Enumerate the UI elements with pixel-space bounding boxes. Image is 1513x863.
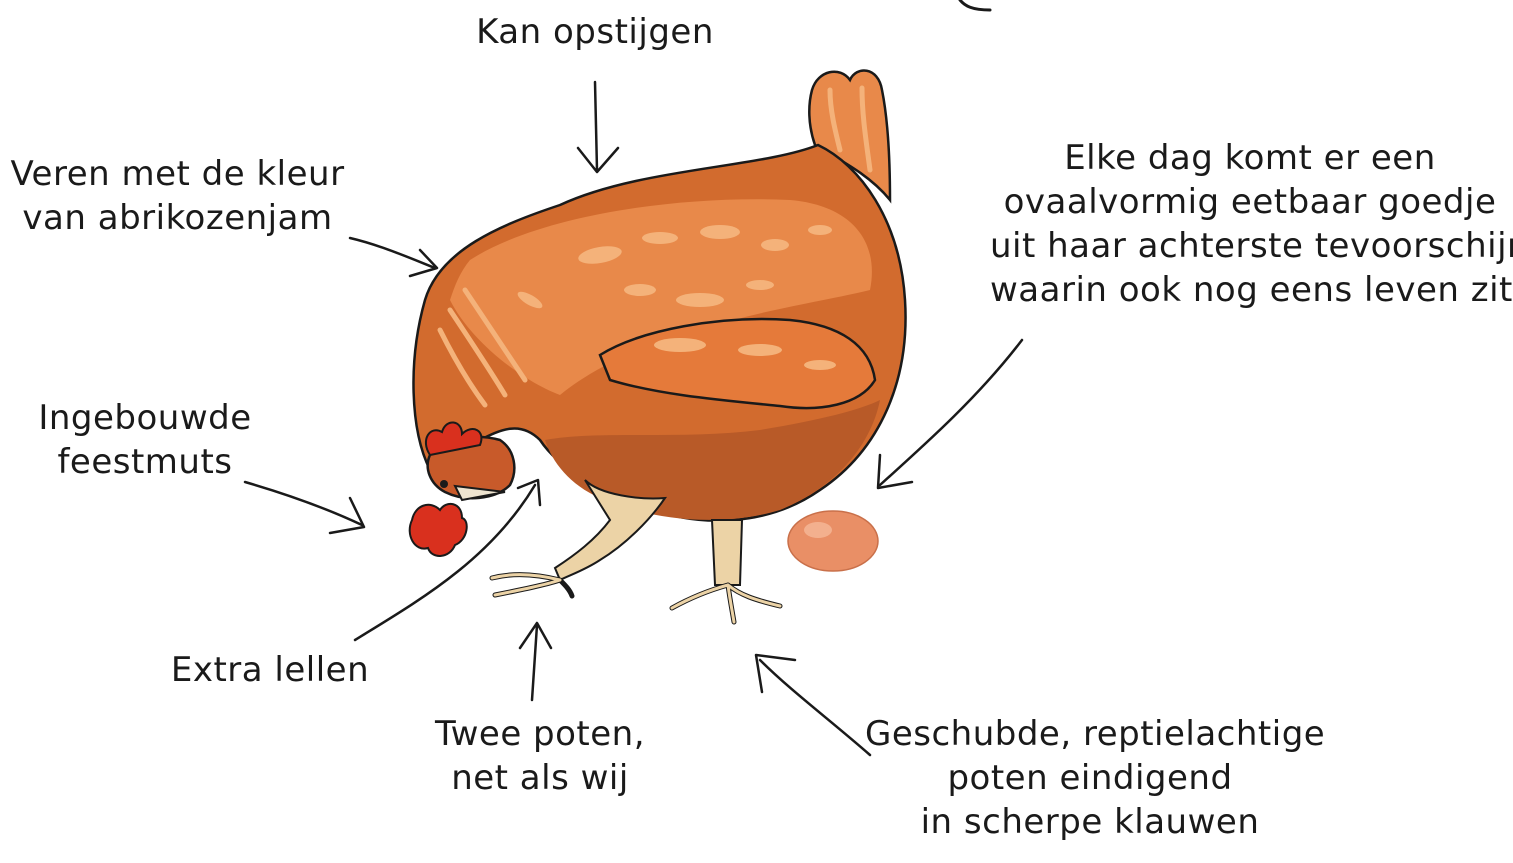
label-comb: Ingebouwde feestmuts: [20, 396, 270, 484]
label-egg-line-2: ovaalvormig eetbaar goedje: [990, 180, 1510, 224]
label-comb-line-1: Ingebouwde: [20, 396, 270, 440]
label-legs-line-2: net als wij: [405, 756, 675, 800]
arrow-feathers: [350, 238, 437, 276]
egg: [788, 511, 878, 571]
label-wattles-line: Extra lellen: [150, 648, 390, 692]
label-feathers-line-1: Veren met de kleur: [0, 152, 355, 196]
label-legs: Twee poten, net als wij: [405, 712, 675, 800]
arrow-takeoff: [578, 82, 618, 172]
label-claws-line-1: Geschubde, reptielachtige: [865, 712, 1315, 756]
label-legs-line-1: Twee poten,: [405, 712, 675, 756]
arrow-legs: [520, 623, 551, 700]
wattles: [410, 504, 467, 556]
label-comb-line-2: feestmuts: [20, 440, 270, 484]
arrow-claws: [756, 655, 870, 755]
label-egg-line-4: waarin ook nog eens leven zit.: [990, 268, 1510, 312]
label-wattles: Extra lellen: [150, 648, 390, 692]
arrow-comb: [245, 482, 364, 533]
label-feathers-line-2: van abrikozenjam: [0, 196, 355, 240]
label-takeoff-line: Kan opstijgen: [440, 10, 750, 54]
label-takeoff: Kan opstijgen: [440, 10, 750, 54]
label-egg: Elke dag komt er een ovaalvormig eetbaar…: [990, 136, 1510, 312]
label-claws: Geschubde, reptielachtige poten eindigen…: [865, 712, 1315, 844]
right-leg: [712, 520, 742, 585]
label-claws-line-2: poten eindigend: [865, 756, 1315, 800]
label-claws-line-3: in scherpe klauwen: [865, 800, 1315, 844]
label-egg-line-3: uit haar achterste tevoorschijn,: [990, 224, 1510, 268]
label-feathers: Veren met de kleur van abrikozenjam: [0, 152, 355, 240]
label-egg-line-1: Elke dag komt er een: [990, 136, 1510, 180]
